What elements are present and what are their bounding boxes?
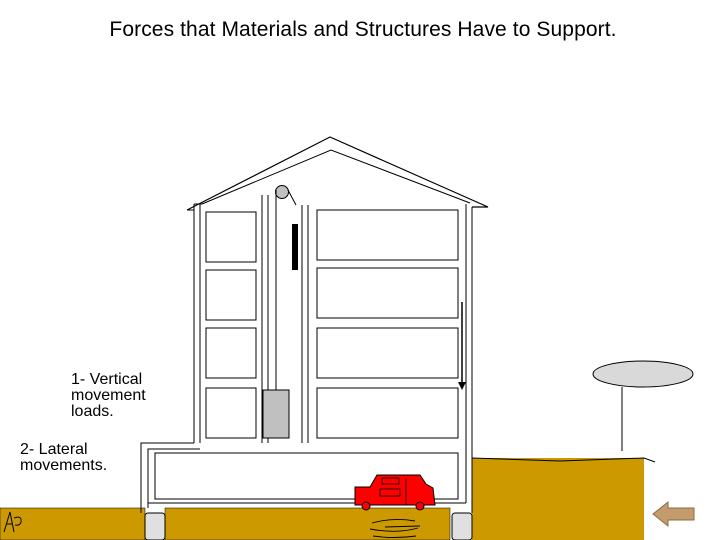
vertical-loads-label: 1- Vertical movement loads. (71, 372, 171, 420)
window (205, 269, 257, 321)
vibration-scribble (369, 518, 421, 538)
window (205, 211, 257, 263)
elevator-counterweight (292, 224, 298, 270)
lateral-movements-label-line: 2- Lateral (20, 441, 88, 458)
vertical-load-arrowhead (458, 382, 466, 390)
foundation-left (144, 512, 166, 540)
signature-mark-icon (3, 511, 22, 533)
ground-center (164, 507, 451, 540)
vertical-loads-label-line: 1- Vertical (71, 371, 143, 388)
roof-outer (186, 136, 489, 211)
ground-floor-room (154, 452, 459, 500)
window (316, 267, 459, 319)
vertical-loads-label-line: movement (71, 387, 146, 404)
ground-floor-outer (140, 442, 194, 513)
ground-right-raised (472, 458, 644, 540)
elevator-car (262, 389, 290, 439)
ground-surface-line (471, 457, 656, 463)
window (316, 387, 459, 439)
window (205, 327, 257, 379)
lateral-movements-label-line: movements. (20, 457, 108, 474)
roof-inner (201, 149, 471, 205)
slide-title: Forces that Materials and Structures Hav… (109, 18, 617, 41)
window (316, 209, 459, 261)
sign-disc (592, 360, 694, 388)
elevator-pulley (275, 185, 289, 199)
window (316, 327, 459, 379)
red-car (354, 474, 436, 511)
left-arrow-icon[interactable] (652, 500, 695, 528)
vertical-loads-label-line: loads. (71, 403, 114, 420)
window (205, 387, 257, 439)
ground-left (0, 507, 146, 540)
lateral-movements-label: 2- Lateral movements. (20, 442, 150, 474)
foundation-right (451, 512, 473, 540)
